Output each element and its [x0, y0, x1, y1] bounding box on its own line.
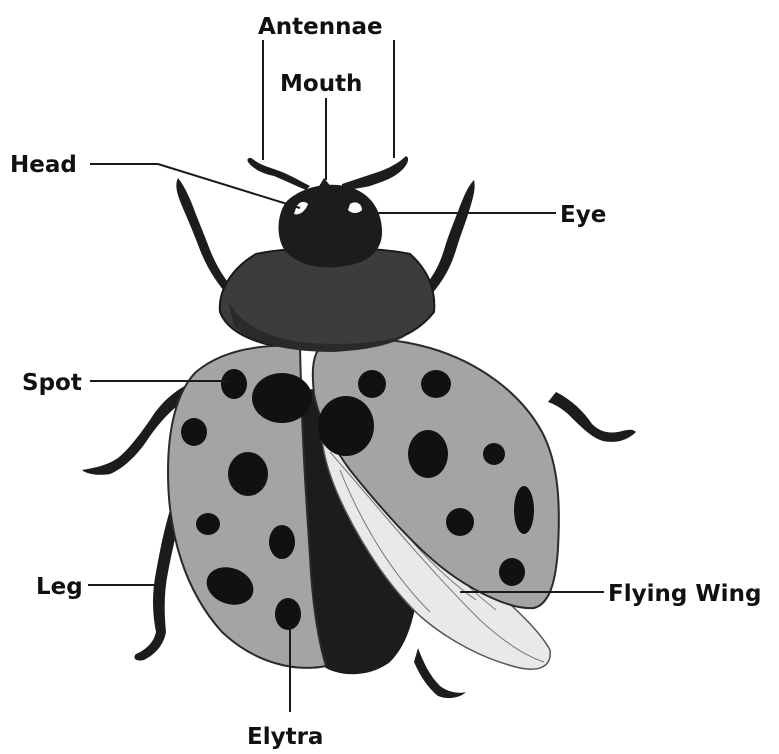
spot: [514, 486, 534, 534]
left-antenna: [247, 158, 310, 190]
hind-right-leg: [414, 648, 466, 698]
label-spot: Spot: [22, 370, 82, 396]
spot: [483, 443, 505, 465]
label-flying-wing: Flying Wing: [608, 581, 761, 607]
spot: [358, 370, 386, 398]
spot: [252, 373, 312, 423]
label-eye: Eye: [560, 202, 606, 228]
spot: [408, 430, 448, 478]
spot: [269, 525, 295, 559]
middle-right-leg: [548, 392, 636, 442]
spot: [318, 396, 374, 456]
spot: [421, 370, 451, 398]
spot: [228, 452, 268, 496]
label-leg: Leg: [36, 574, 83, 600]
spot: [446, 508, 474, 536]
head-capsule: [279, 185, 383, 268]
label-mouth: Mouth: [280, 71, 362, 97]
right-antenna: [342, 156, 408, 190]
spot: [275, 598, 301, 630]
spot: [221, 369, 247, 399]
label-elytra: Elytra: [247, 724, 323, 750]
spot: [499, 558, 525, 586]
spot: [196, 513, 220, 535]
label-antennae: Antennae: [258, 14, 383, 40]
spot: [181, 418, 207, 446]
label-head: Head: [10, 152, 77, 178]
